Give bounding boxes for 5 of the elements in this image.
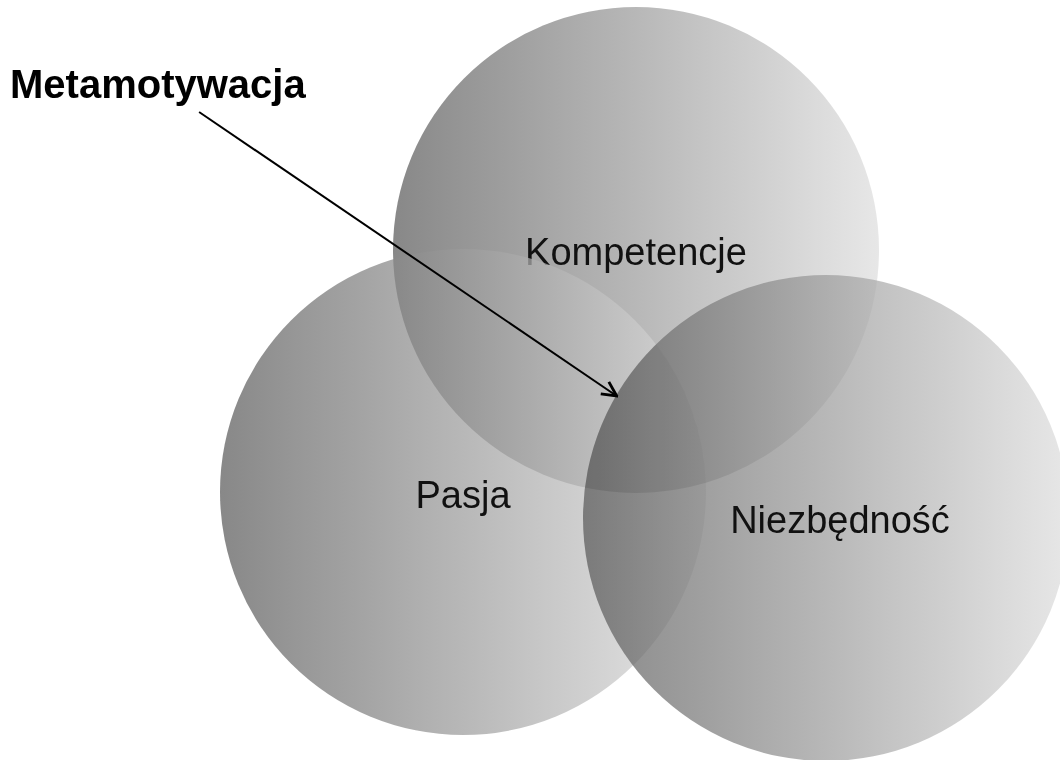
circle-label: Kompetencje: [525, 230, 747, 274]
callout-text: Metamotywacja: [10, 62, 306, 107]
circle-label: Niezbędność: [730, 498, 950, 542]
circle-label: Pasja: [415, 473, 511, 517]
leader-arrow: [198, 111, 619, 398]
